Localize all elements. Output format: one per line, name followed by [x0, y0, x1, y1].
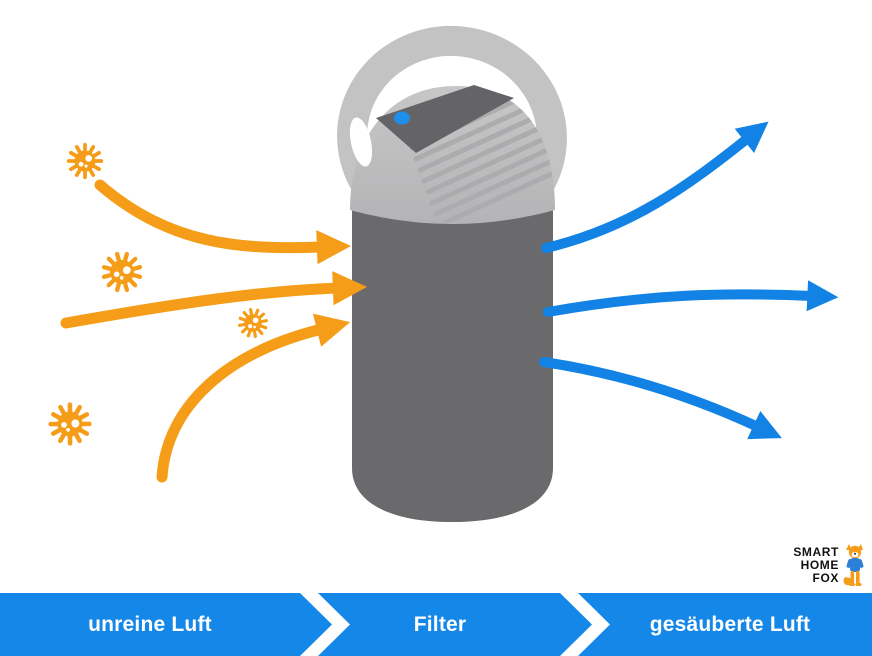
air-purifier-diagram	[0, 25, 839, 522]
virus-icon	[44, 398, 97, 451]
clean-air-arrows	[539, 121, 839, 440]
brand-logo-line: HOME	[800, 557, 839, 572]
clean-air-arrow	[543, 280, 839, 317]
virus-icon	[235, 305, 271, 341]
handle-hole	[349, 117, 373, 167]
control-panel	[376, 85, 514, 153]
brand-logo-text: SMART HOME FOX	[793, 544, 839, 585]
clean-air-arrow	[541, 121, 769, 253]
dirty-air-arrows	[60, 179, 367, 483]
dirty-air-arrow	[94, 179, 351, 265]
dirty-air-arrow	[60, 271, 367, 329]
air-purifier-device	[337, 25, 567, 522]
banner-step-shape-clean-air	[578, 593, 872, 656]
fox-mascot-icon	[843, 544, 864, 586]
power-led	[394, 111, 410, 125]
banner-step-label-dirty-air: unreine Luft	[88, 612, 212, 636]
dirty-air-arrow	[156, 313, 351, 483]
brand-logo: SMART HOME FOX	[793, 543, 866, 587]
virus-icon	[66, 142, 104, 180]
banner-step-shape-dirty-air	[0, 593, 332, 656]
clean-air-arrow	[539, 357, 782, 440]
device-body	[352, 206, 553, 522]
banner-step-shape-filter	[318, 593, 592, 656]
virus-icon	[99, 249, 145, 295]
process-banner: unreine Luft Filter gesäuberte Luft	[0, 593, 872, 656]
brand-logo-line: FOX	[812, 570, 839, 585]
brand-logo-line: SMART	[793, 544, 839, 559]
banner-step-label-filter: Filter	[413, 612, 467, 636]
banner-step-label-clean-air: gesäuberte Luft	[649, 612, 811, 636]
